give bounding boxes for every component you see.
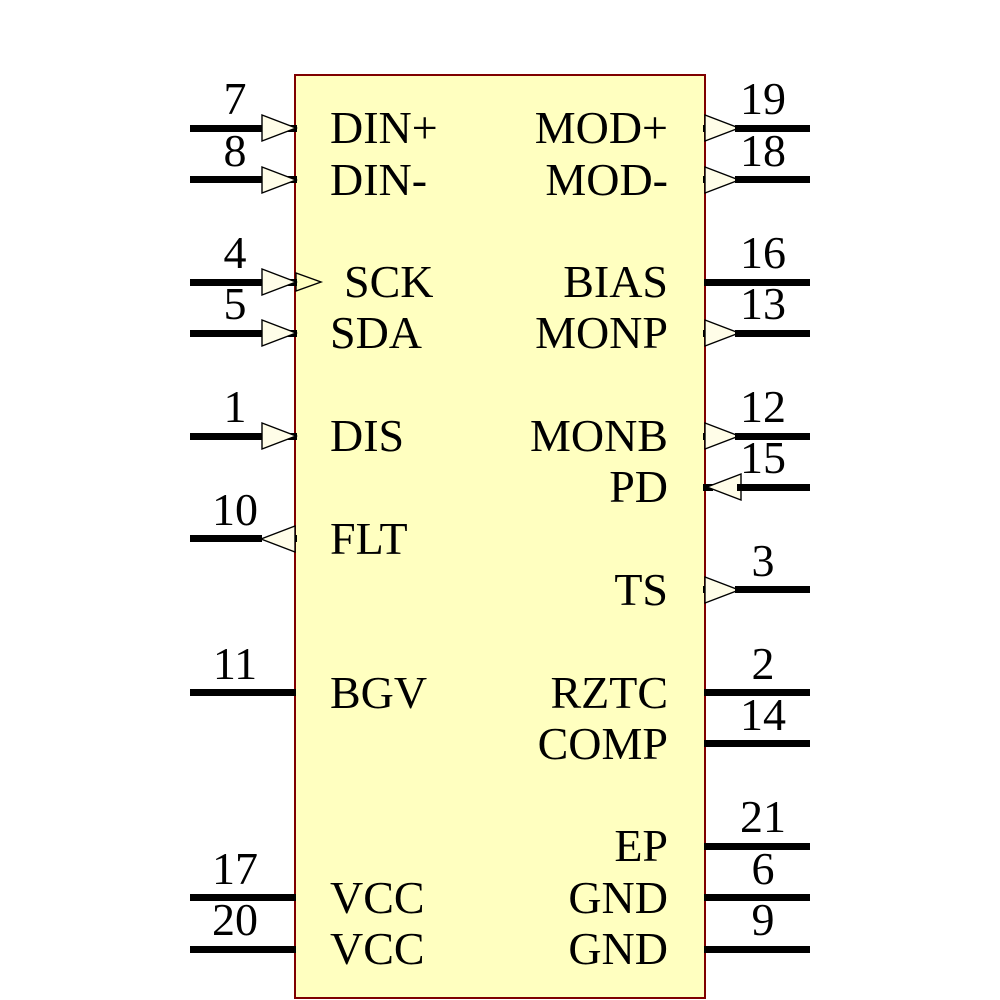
pin-8-arrow-in-icon: [261, 165, 298, 194]
pin-number-text: 1: [223, 381, 247, 432]
pin-6-line: [704, 894, 810, 902]
pin-4-number: 4: [185, 227, 285, 276]
pin-number-text: 15: [740, 432, 786, 484]
pin-7-number: 7: [185, 73, 285, 122]
pin-9-line: [704, 945, 810, 953]
pin-number-text: 18: [740, 124, 786, 176]
pin-9-number: 9: [713, 894, 813, 943]
pin-1-line: [190, 432, 267, 440]
pin-13-label: MONP: [535, 307, 668, 359]
pin-5-line: [190, 329, 267, 337]
pin-11-label: BGV: [330, 666, 428, 718]
pin-20-label: VCC: [330, 923, 425, 974]
pin-16-number: 16: [713, 227, 813, 276]
pin-4-arrow-in-icon: [261, 268, 298, 297]
pin-6-number: 6: [713, 843, 813, 892]
pin-13-number: 13: [713, 278, 813, 327]
pin-1-label: DIS: [330, 410, 405, 461]
pin-16-line: [704, 278, 810, 286]
pin-2-number: 2: [713, 638, 813, 687]
pin-21-label: EP: [614, 820, 668, 872]
pin-number-text: 17: [212, 842, 258, 894]
pin-19-line: [735, 124, 810, 132]
pin-17-label: VCC: [330, 871, 425, 923]
pin-2-line: [704, 689, 810, 696]
pin-8-number: 8: [185, 125, 285, 174]
pin-2-label: RZTC: [550, 666, 668, 718]
pin-number-text: 7: [223, 73, 247, 125]
pin-19-number: 19: [713, 73, 813, 122]
pin-1-arrow-in-icon: [261, 421, 298, 451]
pin-21-number: 21: [713, 791, 813, 840]
pin-14-line: [704, 740, 810, 748]
pin-11-number: 11: [185, 638, 285, 687]
pin-number-text: 11: [212, 637, 258, 689]
pin-7-line: [190, 124, 267, 132]
pin-10-line: [190, 535, 262, 543]
pin-19-label: MOD+: [534, 102, 668, 154]
pin-18-arrow-out-icon: [704, 165, 741, 194]
pin-number-text: 12: [740, 381, 786, 432]
pin-7-label: DIN+: [330, 102, 438, 154]
pin-number-text: 19: [740, 73, 786, 125]
pin-number-text: 21: [740, 791, 786, 843]
pin-15-label: PD: [609, 461, 668, 513]
pin-number-text: 16: [740, 227, 786, 279]
pin-19-arrow-out-icon: [704, 114, 741, 143]
pin-12-arrow-out-icon: [704, 421, 741, 451]
pin-10-label: FLT: [330, 512, 408, 564]
pin-3-label: TS: [614, 563, 668, 615]
pin-8-line: [190, 176, 267, 183]
pin-12-label: MONB: [529, 410, 668, 461]
pin-13-arrow-out-icon: [704, 319, 741, 348]
pin-14-label: COMP: [537, 717, 668, 769]
pin-4-line: [190, 278, 267, 286]
pin-18-number: 18: [713, 125, 813, 174]
pin-10-number: 10: [185, 484, 285, 533]
pin-5-label: SDA: [330, 307, 423, 359]
pin-15-number: 15: [713, 432, 813, 481]
pin-1-number: 1: [185, 381, 285, 430]
pin-17-line: [190, 894, 296, 902]
pin-18-label: MOD-: [545, 153, 668, 205]
pin-5-number: 5: [185, 278, 285, 327]
pin-14-number: 14: [713, 689, 813, 738]
pin-20-number: 20: [185, 894, 285, 943]
pin-number-text: 9: [751, 894, 775, 945]
pin-number-text: 8: [223, 124, 247, 176]
pin-number-text: 3: [751, 534, 775, 586]
pin-number-text: 2: [751, 637, 775, 689]
pin-4-label: SCK: [344, 256, 434, 308]
pin-4-clock-icon: [295, 272, 324, 293]
pin-17-number: 17: [185, 843, 285, 892]
pin-12-line: [735, 432, 810, 440]
pin-number-text: 20: [212, 894, 258, 945]
pin-13-line: [735, 329, 810, 337]
pin-12-number: 12: [713, 381, 813, 430]
pin-8-label: DIN-: [330, 153, 428, 205]
pin-6-label: GND: [568, 871, 668, 923]
pin-number-text: 5: [223, 278, 247, 330]
pin-5-arrow-in-icon: [261, 319, 298, 348]
pin-number-text: 10: [212, 483, 258, 535]
pin-9-label: GND: [568, 923, 668, 974]
pin-3-line: [735, 586, 810, 594]
pin-3-number: 3: [713, 535, 813, 584]
pin-20-line: [190, 945, 296, 953]
pin-11-line: [190, 689, 296, 696]
pin-3-arrow-out-icon: [704, 575, 741, 604]
pin-7-arrow-in-icon: [261, 114, 298, 143]
pin-21-line: [704, 842, 810, 850]
pin-18-line: [735, 176, 810, 183]
pin-16-label: BIAS: [563, 256, 668, 308]
pin-number-text: 14: [740, 688, 786, 740]
pin-number-text: 13: [740, 278, 786, 330]
pin-15-line: [737, 483, 810, 491]
pin-number-text: 4: [223, 227, 247, 279]
pin-10-arrow-out-icon: [259, 524, 296, 553]
pin-number-text: 6: [751, 842, 775, 894]
ic-body: [294, 74, 706, 999]
